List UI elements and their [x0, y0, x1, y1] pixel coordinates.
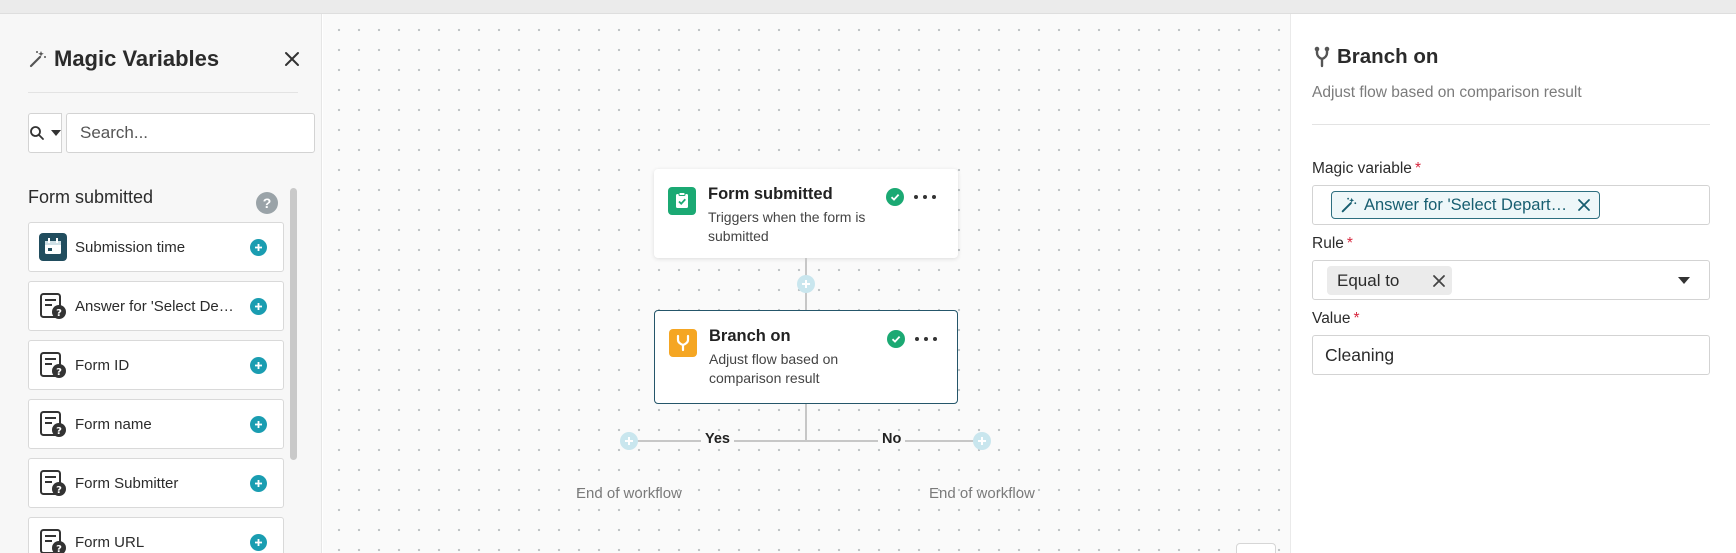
form-check-icon	[668, 187, 696, 215]
variable-label: Form Submitter	[75, 474, 179, 492]
workflow-canvas[interactable]: Form submitted Triggers when the form is…	[323, 14, 1290, 553]
svg-text:?: ?	[56, 544, 62, 553]
more-options-button[interactable]	[915, 330, 937, 348]
close-icon	[1433, 275, 1445, 287]
add-step-no-button[interactable]	[973, 432, 991, 450]
node-description: Triggers when the form is submitted	[708, 209, 866, 244]
chevron-down-icon	[51, 130, 61, 136]
node-title: Branch on	[709, 327, 791, 345]
form-question-icon: ?	[39, 528, 67, 553]
node-description: Adjust flow based on comparison result	[709, 351, 839, 386]
trigger-node-form-submitted[interactable]: Form submitted Triggers when the form is…	[654, 169, 958, 258]
close-icon	[285, 52, 299, 66]
more-options-button[interactable]	[914, 188, 936, 206]
add-variable-icon[interactable]	[250, 534, 267, 551]
add-variable-icon[interactable]	[250, 298, 267, 315]
status-complete-icon	[886, 188, 904, 206]
magic-wand-icon	[1340, 196, 1358, 214]
canvas-controls[interactable]	[1236, 543, 1276, 553]
help-icon[interactable]: ?	[256, 192, 278, 214]
add-variable-icon[interactable]	[250, 357, 267, 374]
magic-variables-panel: Magic Variables Form submitted ? Submiss…	[0, 14, 322, 553]
add-variable-icon[interactable]	[250, 239, 267, 256]
plus-icon	[802, 280, 810, 288]
search-icon	[30, 126, 44, 140]
panel-header: Magic Variables	[28, 44, 219, 74]
status-complete-icon	[887, 330, 905, 348]
variable-item[interactable]: ? Form URL	[28, 517, 284, 553]
branch-label-no: No	[878, 431, 906, 447]
rule-value: Equal to	[1337, 270, 1400, 290]
search-type-dropdown[interactable]	[28, 113, 62, 153]
panel-header: Branch on	[1312, 45, 1438, 69]
value-label: Value*	[1312, 310, 1360, 327]
action-node-branch-on[interactable]: Branch on Adjust flow based on compariso…	[654, 310, 958, 404]
variable-label: Answer for 'Select Department'	[75, 297, 235, 315]
plus-icon	[625, 437, 633, 445]
form-question-icon: ?	[39, 351, 67, 379]
variable-item[interactable]: ? Form Submitter	[28, 458, 284, 508]
connector-line	[805, 404, 807, 441]
form-question-icon: ?	[39, 469, 67, 497]
close-icon	[1578, 199, 1590, 211]
node-title: Form submitted	[708, 185, 833, 203]
form-question-icon: ?	[39, 292, 67, 320]
magic-variable-value: Answer for 'Select Department'	[1364, 195, 1569, 214]
remove-rule-button[interactable]	[1432, 274, 1446, 288]
section-title: Form submitted	[28, 187, 154, 207]
variable-item[interactable]: ? Answer for 'Select Department'	[28, 281, 284, 331]
variable-search	[28, 113, 315, 153]
chevron-down-icon[interactable]	[1678, 277, 1690, 284]
variable-item[interactable]: ? Form name	[28, 399, 284, 449]
end-of-workflow-label: End of workflow	[576, 485, 682, 502]
add-step-yes-button[interactable]	[620, 432, 638, 450]
add-variable-icon[interactable]	[250, 475, 267, 492]
svg-text:?: ?	[56, 426, 62, 437]
step-config-panel: Branch on Adjust flow based on compariso…	[1290, 14, 1736, 553]
search-input[interactable]	[66, 113, 315, 153]
rule-label: Rule*	[1312, 235, 1353, 252]
variable-label: Form URL	[75, 533, 145, 551]
rule-tag[interactable]: Equal to	[1327, 266, 1452, 295]
variable-item[interactable]: Submission time	[28, 222, 284, 272]
magic-variable-tag[interactable]: Answer for 'Select Department'	[1331, 191, 1600, 219]
remove-tag-button[interactable]	[1577, 198, 1591, 212]
close-panel-button[interactable]	[280, 47, 304, 71]
branch-label-yes: Yes	[701, 431, 734, 447]
svg-text:?: ?	[56, 367, 62, 378]
variable-label: Form name	[75, 415, 152, 433]
header-divider	[1312, 124, 1710, 125]
svg-text:?: ?	[56, 485, 62, 496]
calendar-icon	[39, 233, 67, 261]
branch-icon	[669, 329, 697, 357]
magic-variable-label: Magic variable*	[1312, 160, 1421, 177]
variable-label: Form ID	[75, 356, 130, 374]
end-of-workflow-label: End of workflow	[929, 485, 1035, 502]
value-input[interactable]	[1312, 335, 1710, 375]
header-divider	[28, 92, 298, 93]
svg-text:?: ?	[56, 308, 62, 319]
plus-icon	[978, 437, 986, 445]
magic-variable-field[interactable]: Answer for 'Select Department'	[1312, 185, 1710, 225]
branch-connector-line	[629, 440, 983, 442]
add-variable-icon[interactable]	[250, 416, 267, 433]
magic-wand-icon	[28, 49, 48, 69]
variable-item[interactable]: ? Form ID	[28, 340, 284, 390]
variable-label: Submission time	[75, 238, 186, 256]
branch-icon	[1312, 46, 1332, 68]
list-scrollbar[interactable]	[290, 188, 297, 460]
form-question-icon: ?	[39, 410, 67, 438]
panel-title: Branch on	[1337, 45, 1439, 68]
rule-select[interactable]: Equal to	[1312, 260, 1710, 300]
panel-title: Magic Variables	[54, 46, 220, 71]
panel-subtitle: Adjust flow based on comparison result	[1312, 84, 1582, 101]
workflow-editor: Magic Variables Form submitted ? Submiss…	[0, 13, 1736, 553]
add-step-button[interactable]	[797, 275, 815, 293]
